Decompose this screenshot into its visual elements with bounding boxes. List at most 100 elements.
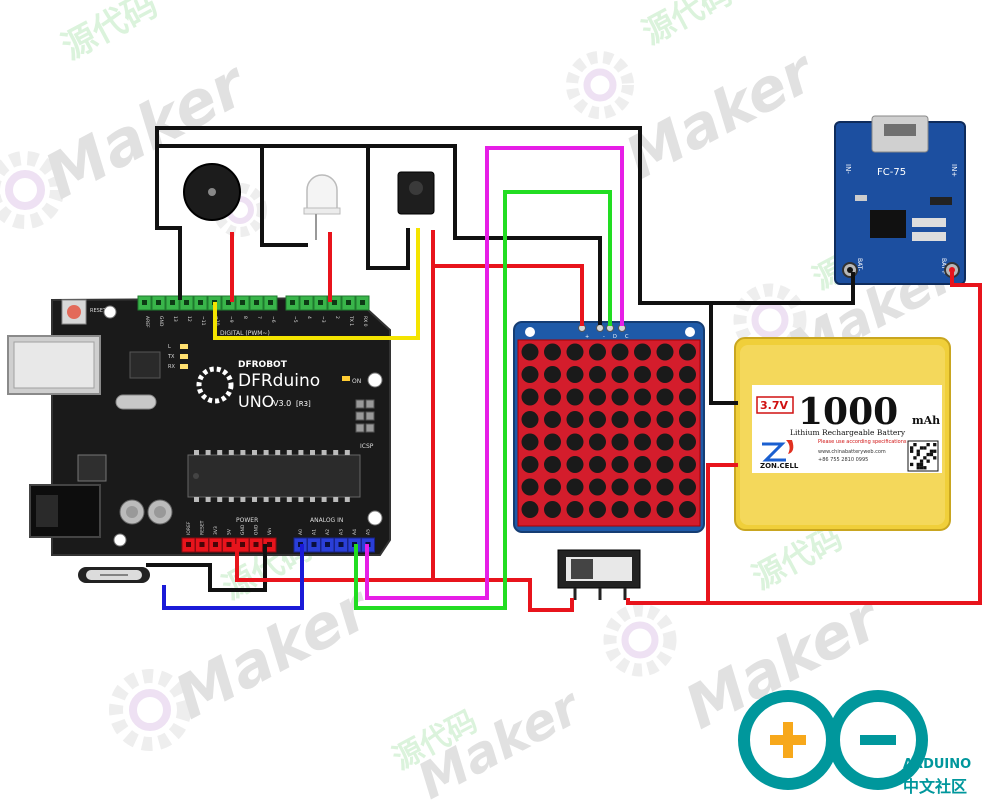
- digital-pin-label: 8: [242, 316, 248, 319]
- chip-pin: [275, 497, 281, 502]
- pin-socket: [184, 300, 189, 305]
- pin-socket: [304, 300, 309, 305]
- pin-socket: [254, 300, 259, 305]
- chip-pin: [252, 450, 257, 455]
- digital-pin-label: 13: [172, 316, 178, 322]
- pin-socket: [268, 300, 273, 305]
- matrix-led: [656, 501, 674, 518]
- pin-socket: [226, 542, 232, 547]
- wire-battery: [708, 272, 982, 605]
- matrix-dots: [521, 343, 696, 518]
- qr-module: [916, 466, 920, 470]
- matrix-led: [544, 343, 561, 361]
- matrix-led: [679, 501, 696, 518]
- board-name: DFRduino: [238, 371, 320, 391]
- matrix-led: [611, 478, 629, 496]
- brand-label: DFROBOT: [238, 360, 288, 370]
- matrix-pin-label: C: [625, 334, 629, 340]
- slide-switch: [557, 549, 641, 600]
- ir-receiver: [397, 171, 435, 215]
- digital-pin-label: ~11: [200, 316, 206, 326]
- matrix-led: [656, 478, 674, 496]
- atmega-chip: [187, 454, 361, 498]
- qr-module: [926, 459, 930, 463]
- matrix-led: [679, 366, 696, 383]
- icsp-pin: [365, 399, 375, 409]
- status-led: [180, 354, 188, 359]
- pin-socket: [325, 542, 330, 547]
- matrix-pin-label: D: [613, 334, 617, 340]
- matrix-led: [589, 343, 606, 361]
- matrix-led: [589, 366, 606, 383]
- digital-pin-label: 12: [186, 316, 192, 322]
- analog-pin-label: A3: [339, 529, 345, 535]
- wire-vcc: [433, 578, 574, 612]
- wire-vcc: [235, 266, 435, 582]
- gear-icon: [566, 51, 634, 119]
- chip-pin: [228, 497, 234, 502]
- chip-pin: [205, 497, 211, 502]
- digital-pin-label: RX 0: [362, 316, 368, 327]
- matrix-led: [611, 411, 629, 428]
- wire-ir-signal: [213, 228, 420, 340]
- digital-pin-label: TX 1: [348, 315, 354, 326]
- pin-socket: [198, 300, 203, 305]
- wire-matrix-data: [365, 146, 624, 600]
- chip-pin: [286, 497, 292, 502]
- power-label: POWER: [236, 517, 258, 524]
- icsp-pin: [355, 423, 365, 433]
- battery-brand: ZON.CELL: [760, 462, 799, 470]
- battery-phone: +86 755 2810 0995: [818, 457, 868, 463]
- matrix-led: [566, 366, 584, 383]
- chip-pin: [194, 497, 199, 502]
- chip-pin: [298, 450, 304, 455]
- matrix-led: [656, 433, 674, 451]
- icsp-header: [355, 399, 375, 433]
- matrix-led: [521, 388, 539, 406]
- qr-module: [910, 449, 914, 453]
- arduino-community-logo: ARDUINO 中文社区: [738, 690, 971, 796]
- matrix-led: [566, 411, 584, 428]
- battery-logo: [762, 442, 786, 462]
- matrix-led: [634, 411, 651, 428]
- watermark-brand-cn: 源代码: [55, 0, 164, 68]
- chip-pin: [263, 450, 269, 455]
- analog-pin-label: A0: [298, 529, 304, 535]
- chip-pin: [217, 450, 223, 455]
- reed-switch: [78, 567, 150, 583]
- matrix-led: [521, 456, 539, 473]
- matrix-led: [566, 501, 584, 518]
- voltage-regulator: [77, 454, 107, 482]
- matrix-led: [656, 388, 674, 406]
- qr-module: [919, 459, 924, 463]
- chip-pin: [240, 450, 246, 455]
- pin-socket: [332, 300, 337, 305]
- wire-gnd: [709, 303, 738, 405]
- icsp-pin: [355, 411, 365, 421]
- pin-socket: [213, 542, 218, 547]
- matrix-led: [544, 388, 561, 406]
- battery-warning: Please use according specifications: [818, 439, 907, 445]
- power-pin-label: 3V3: [213, 526, 219, 535]
- matrix-led: [589, 478, 606, 496]
- gear-icon: [196, 366, 234, 404]
- mounting-hole: [113, 533, 127, 547]
- matrix-led: [656, 456, 674, 473]
- matrix-led: [566, 388, 584, 406]
- chip-pin: [194, 450, 199, 455]
- matrix-led: [521, 411, 539, 428]
- battery-voltage: 3.7V: [760, 399, 788, 412]
- matrix-led: [566, 433, 584, 451]
- icsp-pin: [365, 423, 375, 433]
- charger-pin-bat-minus: BAT-: [856, 258, 863, 271]
- buzzer: [183, 163, 241, 221]
- status-led: [180, 364, 188, 369]
- chip-pin: [310, 450, 315, 455]
- on-led: [342, 376, 350, 381]
- qr-module: [923, 466, 927, 470]
- pin-socket: [346, 300, 351, 305]
- charger-chip: [870, 210, 906, 238]
- pin-socket: [338, 542, 344, 547]
- chip-pin: [205, 450, 211, 455]
